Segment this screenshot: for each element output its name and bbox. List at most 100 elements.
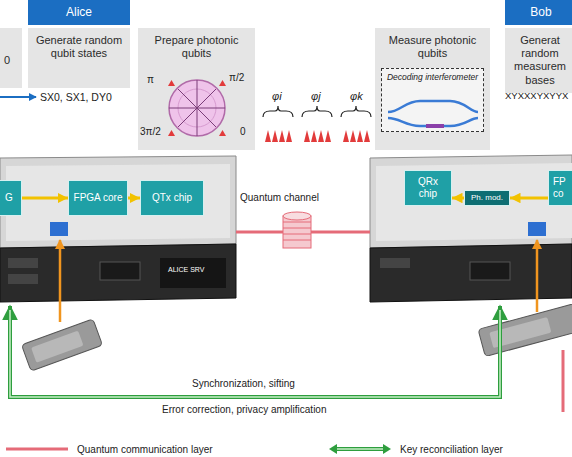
phase-circle: [168, 80, 175, 86]
photon-pulses: [263, 106, 293, 117]
rng-device: [478, 304, 572, 357]
alice-server: [6, 164, 230, 241]
photon-pulses: [302, 106, 332, 117]
photon-pulses: [263, 106, 371, 142]
annotation-label: π: [147, 74, 154, 86]
photon-pulses: [341, 106, 371, 117]
hardware-block: QTx chip: [140, 180, 204, 216]
party-header: Alice: [28, 0, 130, 25]
quantum-channel: [283, 212, 311, 220]
rng-device: [22, 319, 103, 371]
node-text: 0: [4, 54, 10, 67]
annotation-label: Synchronization, sifting: [190, 378, 297, 390]
alice-server: [8, 258, 38, 268]
photon-pulses: [364, 130, 370, 142]
rng-device: [478, 304, 572, 357]
usb-link: [59, 240, 62, 322]
quantum-link: [563, 350, 564, 412]
phase-circle: [169, 80, 225, 136]
alice-server: [50, 222, 68, 236]
phase-circle: [169, 80, 225, 136]
annotation-label: ALICE SRV: [168, 266, 204, 274]
legend-text: Quantum communication layer: [77, 444, 213, 455]
step-panel: Generat random measurem bases: [505, 28, 572, 93]
data-flow-arrow: [452, 197, 464, 200]
bob-server: [370, 244, 572, 302]
phase-circle: [219, 130, 226, 136]
bob-server: [470, 262, 510, 280]
node-text: Prepare photonic qubits: [142, 34, 251, 60]
annotation-label: XYXXXYXYYX: [505, 91, 568, 102]
data-flow-arrow: [128, 197, 140, 200]
legend-entry: Quantum communication layer: [5, 443, 213, 455]
step-panel: Measure photonic qubitsDecoding interfer…: [375, 28, 490, 150]
quantum-link: [562, 350, 565, 412]
legend-arrowhead: [329, 444, 337, 454]
node-text: Generate random qubit states: [32, 34, 126, 60]
bob-server: [376, 163, 572, 241]
step-panel: 0: [0, 28, 22, 88]
photon-pulses: [304, 130, 310, 142]
annotation-label: π/2: [229, 72, 244, 84]
alice-server: [100, 262, 140, 280]
annotation-label: φj: [311, 90, 321, 103]
photon-pulses: [318, 130, 324, 142]
quantum-channel: [236, 212, 370, 248]
node-text: Decoding interferometer: [387, 72, 478, 82]
alice-server: [8, 274, 38, 284]
node-text: G: [5, 192, 13, 204]
alice-server: [0, 244, 236, 302]
interferometer: [388, 101, 478, 126]
legend-line: [336, 448, 384, 450]
usb-link: [60, 240, 537, 322]
phase-circle: [219, 80, 226, 86]
photon-pulses: [265, 130, 271, 142]
photon-pulses: [357, 130, 363, 142]
photon-pulses: [343, 130, 349, 142]
node-text: Ph. mod.: [471, 193, 503, 203]
node-text: Measure photonic qubits: [379, 34, 486, 60]
rng-device: [31, 331, 83, 363]
photon-pulses: [325, 130, 331, 142]
bit-arrow: [0, 97, 36, 98]
annotation-label: φk: [350, 90, 363, 103]
node-text: FP co: [553, 176, 572, 200]
key-reconciliation-link: [10, 306, 500, 397]
hardware-block: FPGA core: [68, 180, 128, 216]
annotation-label: φi: [272, 90, 282, 103]
legend-arrowhead: [383, 444, 391, 454]
legend-line: [336, 447, 384, 451]
rng-device: [22, 304, 572, 372]
alice-server: [160, 258, 226, 288]
bob-server: [380, 258, 410, 268]
annotation-label: Error correction, privacy amplification: [160, 404, 329, 416]
annotation-label: SX0, SX1, DY0: [40, 91, 112, 103]
step-panel: Generate random qubit states: [28, 28, 130, 88]
phase-circle: [168, 80, 226, 136]
interferometer: [426, 124, 444, 128]
bob-server: [370, 155, 572, 248]
alice-server: [0, 156, 236, 302]
modulator-block: Ph. mod.: [464, 190, 510, 206]
node-text: Generat random measurem bases: [509, 34, 571, 87]
node-text: FPGA core: [74, 192, 123, 204]
hardware-block: FP co: [548, 170, 572, 206]
legend-sample: [328, 443, 392, 455]
rng-device: [22, 319, 103, 371]
node-text: Bob: [530, 5, 551, 19]
party-header: Bob: [505, 0, 572, 25]
hardware-block: G: [0, 180, 22, 216]
legend-text: Key reconciliation layer: [400, 444, 503, 455]
node-text: QRx chip: [408, 176, 448, 200]
quantum-channel: [283, 222, 311, 240]
phase-circle: [168, 130, 175, 136]
node-text: QTx chip: [152, 192, 192, 204]
legend-line: [6, 448, 68, 451]
bob-server: [370, 155, 572, 302]
photon-pulses: [279, 130, 285, 142]
annotation-label: 0: [240, 126, 246, 138]
data-flow-arrow: [510, 197, 548, 200]
annotation-label: 3π/2: [140, 126, 161, 138]
